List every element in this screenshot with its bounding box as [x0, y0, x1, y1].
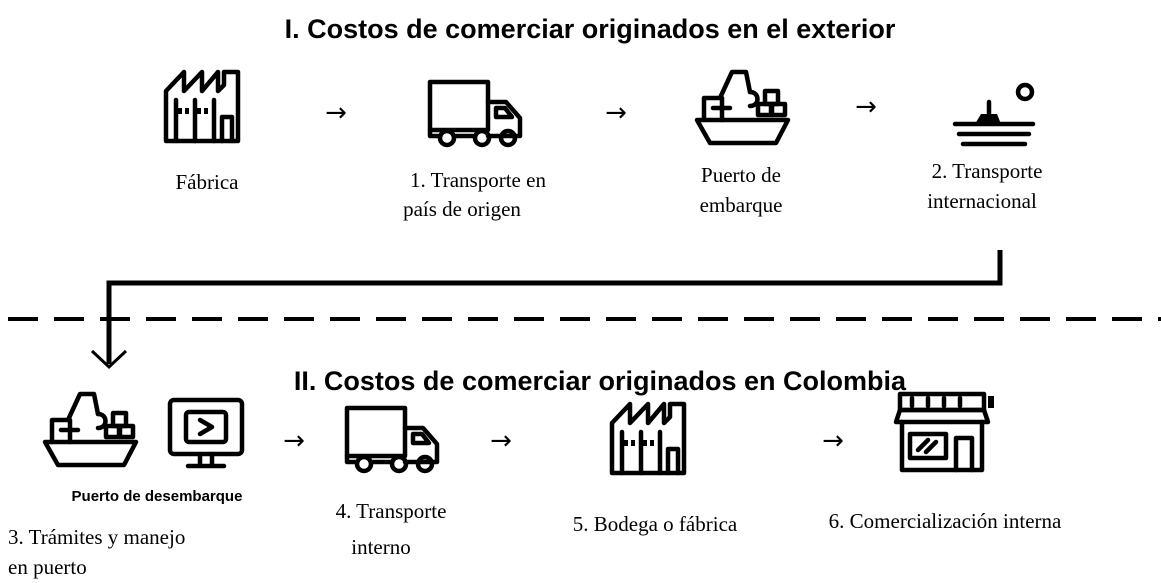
- step-label: Fábrica: [176, 170, 240, 194]
- port-sublabel: Puerto de desembarque: [72, 488, 243, 505]
- computer-monitor-icon: [170, 400, 242, 466]
- step-label: en puerto: [8, 555, 87, 579]
- step-label: 2. Transporte: [932, 159, 1043, 183]
- cargo-ship-icon: [697, 72, 788, 143]
- truck-icon: [347, 408, 437, 471]
- step-label: 1. Transporte en: [410, 168, 546, 192]
- connector-line: [106, 250, 1003, 364]
- step-label: 6. Comercialización interna: [829, 509, 1062, 533]
- step-label: interno: [351, 535, 410, 559]
- step-label: 5. Bodega o fábrica: [573, 512, 738, 536]
- step-label: 3. Trámites y manejo: [8, 525, 185, 549]
- flow-arrow: →: [283, 426, 305, 456]
- factory-icon: [612, 404, 684, 473]
- storefront-icon: [896, 394, 994, 470]
- truck-icon: [430, 82, 520, 145]
- flow-arrow: →: [822, 426, 844, 456]
- step-label: país de origen: [403, 197, 521, 221]
- cargo-ship-icon: [45, 394, 136, 465]
- step-label: Puerto de: [701, 163, 781, 187]
- step-label: internacional: [927, 189, 1037, 213]
- flow-arrow: →: [605, 98, 627, 128]
- section-1-title: I. Costos de comerciar originados en el …: [285, 14, 896, 44]
- sea-transport-icon: [955, 85, 1033, 144]
- flow-arrow: →: [855, 92, 877, 122]
- step-label: 4. Transporte: [336, 499, 447, 523]
- flow-arrow: →: [490, 426, 512, 456]
- factory-icon: [166, 72, 238, 141]
- step-label: embarque: [700, 193, 783, 217]
- section-2-title: II. Costos de comerciar originados en Co…: [294, 366, 907, 396]
- connector-arrowhead: [90, 349, 128, 370]
- flow-arrow: →: [325, 98, 347, 128]
